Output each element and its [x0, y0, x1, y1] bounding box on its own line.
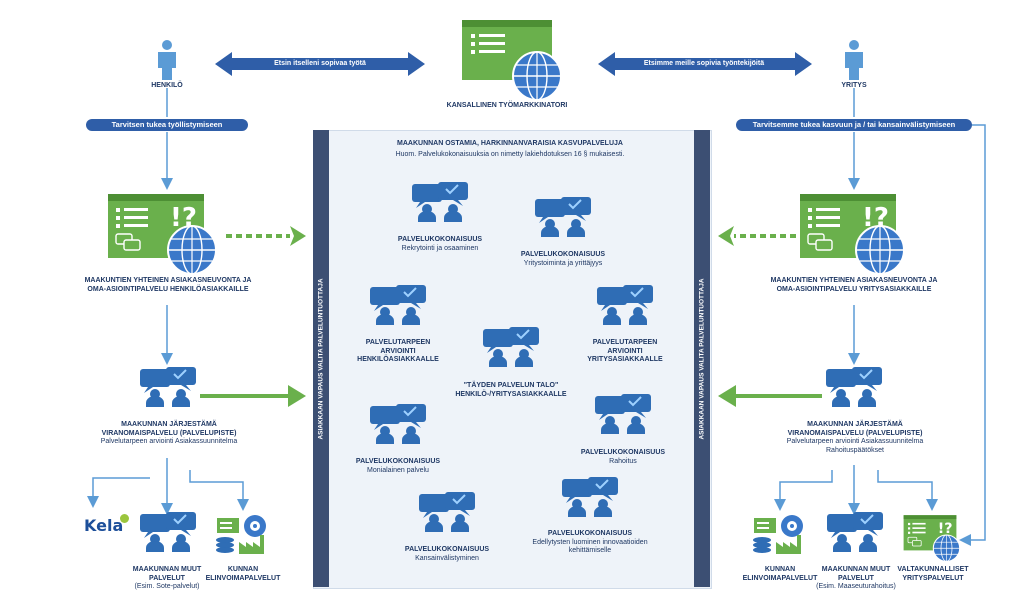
- state-services-icon: [903, 514, 961, 562]
- center-title: MAAKUNNAN OSTAMIA, HARKINNANVARAISIA KAS…: [397, 140, 623, 147]
- left-need-pill: Tarvitsen tukea työllistymiseen: [86, 119, 248, 131]
- right-outer-arrow: [959, 124, 986, 546]
- left-muni-connector: [189, 470, 249, 511]
- left-advisory-globe-icon: [167, 225, 217, 275]
- right-authority-icon: [825, 366, 883, 408]
- node-assessment-company: PALVELUTARPEEN ARVIOINTI YRITYSASIAKKAAL…: [587, 339, 663, 363]
- left-municipal-icon: [216, 515, 266, 554]
- left-authority-icon: [139, 366, 197, 408]
- left-arrow-text: Etsin itselleni sopivaa työtä: [274, 60, 366, 67]
- right-municipal-label: KUNNAN ELINVOIMAPALVELUT: [742, 566, 818, 582]
- center-note: Huom. Palvelukokonaisuuksia on nimetty l…: [395, 151, 625, 158]
- company-person-icon: [845, 40, 863, 80]
- left-municipal-label: KUNNAN ELINVOIMAPALVELUT: [205, 566, 281, 582]
- right-other-services-label: MAAKUNNAN MUUT PALVELUT (Esim. Maaseutur…: [816, 566, 896, 590]
- right-double-arrow: [598, 52, 812, 76]
- person-label: HENKILÖ: [151, 82, 183, 89]
- central-services-panel: [313, 130, 712, 589]
- right-muni-connector: [774, 470, 833, 511]
- node-full-service: "TÄYDEN PALVELUN TALO"HENKILÖ-/YRITYSASI…: [455, 382, 567, 398]
- left-other-services-label: MAAKUNNAN MUUT PALVELUT (Esim. Sote-palv…: [132, 566, 202, 590]
- person-icon: [158, 40, 176, 80]
- marketplace-globe-icon: [512, 51, 562, 101]
- node-icon-assessment-person: [369, 284, 427, 326]
- node-icon-recruitment: [411, 181, 469, 223]
- node-icon-funding: [594, 393, 652, 435]
- left-kela-connector: [87, 477, 150, 508]
- left-double-arrow: [215, 52, 425, 76]
- node-icon-multidisciplinary: [369, 403, 427, 445]
- right-state-connector: [877, 470, 938, 511]
- left-other-services-icon: [139, 511, 197, 553]
- right-service-title: MAAKUNTIEN YHTEINEN ASIAKASNEUVONTA JA O…: [770, 277, 938, 293]
- company-label: YRITYS: [841, 82, 867, 89]
- left-authority-title: MAAKUNNAN JÄRJESTÄMÄ VIRANOMAISPALVELU (…: [100, 421, 238, 445]
- right-municipal-icon: [753, 515, 803, 554]
- right-need-pill: Tarvitsemme tukea kasvuun ja / tai kansa…: [736, 119, 972, 131]
- marketplace-label: KANSALLINEN TYÖMARKKINATORI: [446, 102, 568, 109]
- right-advisory-globe-icon: [855, 225, 905, 275]
- node-icon-internationalization: [418, 491, 476, 533]
- node-icon-innovation: [561, 476, 619, 518]
- right-arrow-text: Etsimme meille sopivia työntekijöitä: [643, 60, 765, 67]
- node-icon-assessment-company: [596, 284, 654, 326]
- node-icon-full-service: [482, 326, 540, 368]
- node-icon-entrepreneurship: [534, 196, 592, 238]
- right-state-label: VALTAKUNNALLISET YRITYSPALVELUT: [897, 566, 969, 582]
- right-choice-bar: [694, 130, 710, 587]
- right-authority-title: MAAKUNNAN JÄRJESTÄMÄ VIRANOMAISPALVELU (…: [786, 421, 924, 454]
- kela-logo-dot: [120, 514, 129, 523]
- right-other-services-icon: [826, 511, 884, 553]
- node-assessment-person: PALVELUTARPEEN ARVIOINTI HENKILÖASIAKKAA…: [357, 339, 439, 363]
- left-choice-bar: [313, 130, 329, 587]
- left-service-title: MAAKUNTIEN YHTEINEN ASIAKASNEUVONTA JA O…: [84, 277, 252, 293]
- kela-logo: Kela: [84, 516, 124, 535]
